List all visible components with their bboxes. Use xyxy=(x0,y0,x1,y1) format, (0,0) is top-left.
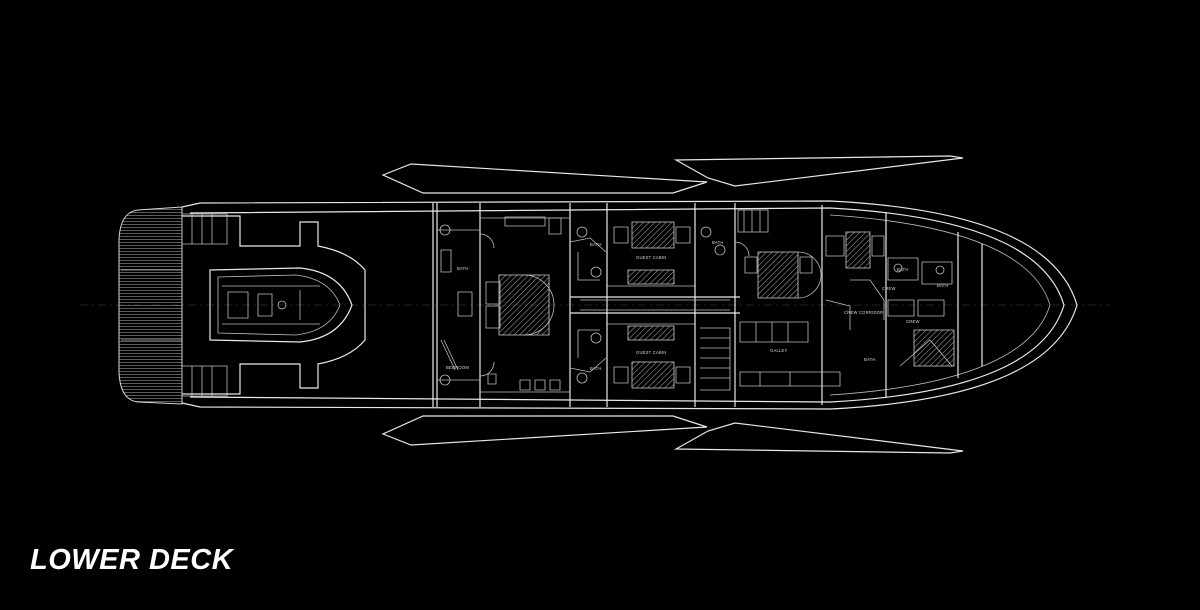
crew-area xyxy=(826,232,954,366)
swim-platform xyxy=(119,207,227,404)
label-guest-cabin-stbd: GUEST CABIN xyxy=(636,350,667,355)
label-crew-1: CREW xyxy=(882,286,896,291)
room-labels: BATH BEDROOM BATH BATH GUEST CABIN GUEST… xyxy=(446,240,949,371)
label-bath-fwd: BATH xyxy=(712,240,724,245)
label-crew-corridor: CREW CORRIDOR xyxy=(844,310,883,315)
bulkheads xyxy=(433,203,982,407)
label-bath-stbd-1: BATH xyxy=(590,366,602,371)
guest-cabin-port xyxy=(570,222,690,284)
tender-garage xyxy=(182,216,365,394)
central-corridor xyxy=(570,286,740,324)
label-crew-bath-fwd: BATH xyxy=(864,357,876,362)
label-crew-2: CREW xyxy=(906,319,920,324)
label-bedroom: BEDROOM xyxy=(446,365,469,370)
galley-area xyxy=(700,322,840,390)
master-cabin xyxy=(440,217,561,390)
label-bath-crew-1: BATH xyxy=(897,267,909,272)
label-galley: GALLEY xyxy=(770,348,788,353)
label-guest-cabin-port: GUEST CABIN xyxy=(636,255,667,260)
label-bath-port-1: BATH xyxy=(590,242,602,247)
fin-outlines xyxy=(383,156,963,453)
hull-outline xyxy=(182,201,1077,409)
guest-cabin-stbd xyxy=(570,326,690,388)
vip-cabin xyxy=(701,210,821,298)
deck-title: LOWER DECK xyxy=(30,544,234,576)
label-bath-crew-2: BATH xyxy=(937,283,949,288)
label-bath-aft: BATH xyxy=(457,266,469,271)
